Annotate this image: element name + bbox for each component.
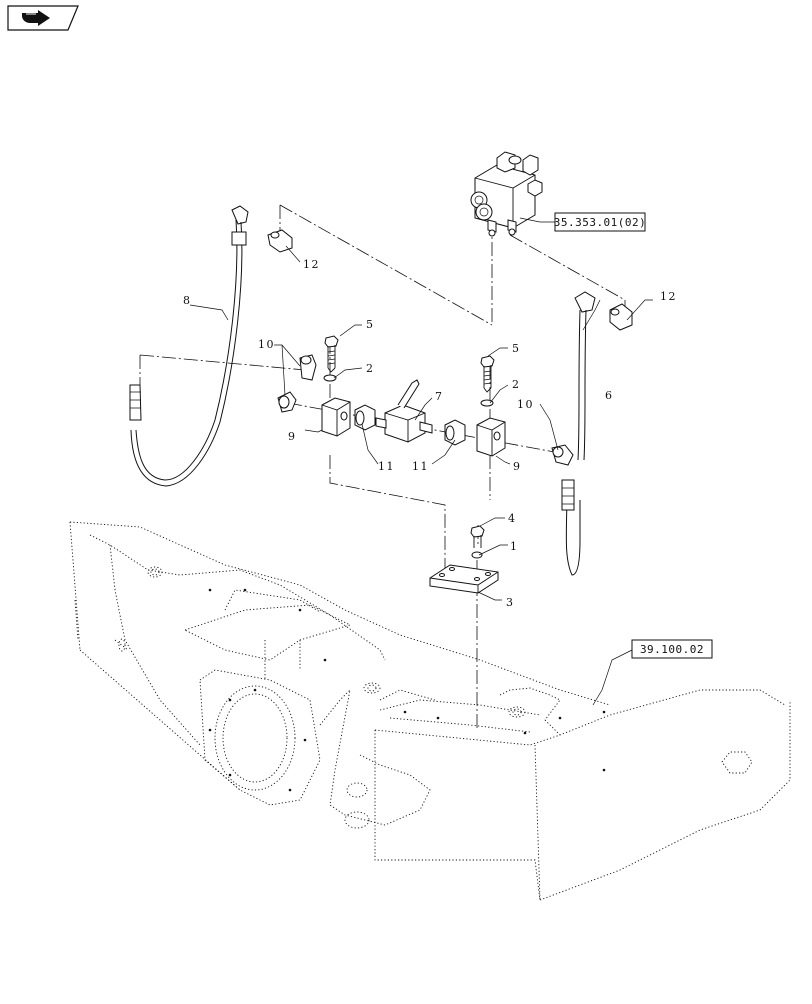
ball-valve-7 [375, 379, 433, 443]
frame-reference-box[interactable]: 39.100.02 [631, 639, 713, 659]
callout-5-right: 5 [512, 342, 521, 355]
frame-reference-label: 39.100.02 [640, 643, 704, 656]
hose-right [561, 291, 596, 576]
block-9-right [476, 417, 506, 457]
washer-2-left [323, 374, 337, 382]
callout-10-right: 10 [517, 398, 534, 411]
callout-6: 6 [605, 389, 614, 402]
elbow-10-left [277, 354, 317, 413]
callout-11-right: 11 [412, 460, 429, 473]
page-navigation-arrow-icon [22, 10, 50, 26]
callout-2-right: 2 [512, 378, 521, 391]
fitting-12-right [609, 303, 633, 331]
bolt-5-left [324, 335, 339, 373]
bolt-4 [470, 525, 485, 548]
callout-9-right: 9 [513, 460, 522, 473]
washer-2-right [480, 399, 494, 407]
callout-7: 7 [435, 390, 444, 403]
callout-3: 3 [506, 596, 515, 609]
valve-reference-box[interactable]: 35.353.01(02) [554, 212, 647, 232]
callouts: 12 12 8 5 2 10 9 11 11 7 5 2 9 10 6 4 1 … [183, 258, 677, 609]
elbow-10-right [551, 444, 574, 466]
washer-1 [471, 551, 483, 559]
callout-2-left: 2 [366, 362, 375, 375]
callout-1: 1 [510, 540, 519, 553]
frame-assembly [69, 521, 791, 901]
page-navigation-button[interactable] [7, 5, 79, 31]
callout-4: 4 [508, 512, 517, 525]
block-9-left [321, 397, 351, 437]
valve-block [470, 151, 543, 237]
callout-9-left: 9 [288, 430, 297, 443]
adapter-11-right [444, 419, 466, 446]
plate-3 [429, 564, 499, 594]
callout-11-left: 11 [378, 460, 395, 473]
valve-reference-label: 35.353.01(02) [554, 216, 647, 229]
callout-8: 8 [183, 294, 192, 307]
callout-12-left: 12 [303, 258, 320, 271]
bolt-5-right [480, 355, 495, 393]
hose-left [129, 205, 249, 487]
callout-5-left: 5 [366, 318, 375, 331]
callout-10-left: 10 [258, 338, 275, 351]
leader-lines [189, 217, 653, 706]
adapter-11-left [354, 404, 376, 431]
callout-12-right: 12 [660, 290, 677, 303]
